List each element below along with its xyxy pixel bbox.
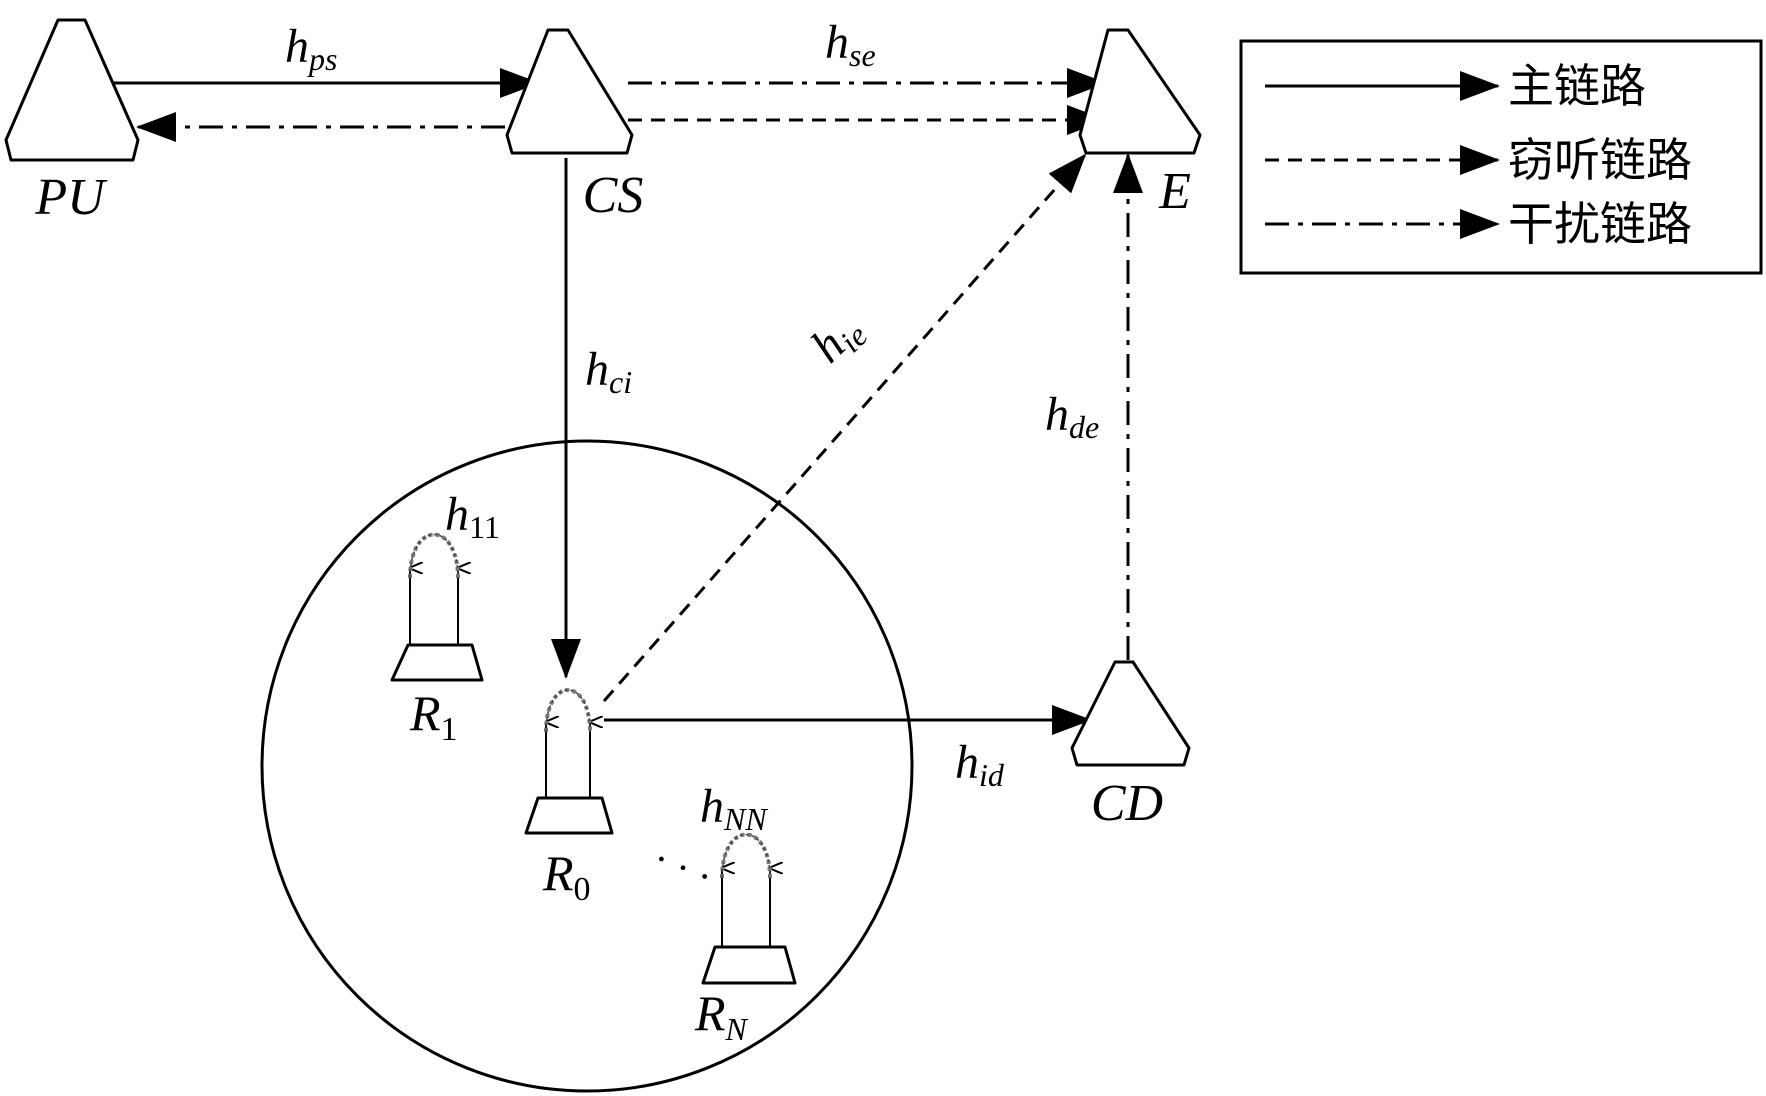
relay-r1-label: R1 xyxy=(409,685,458,748)
relay-rn: RN xyxy=(694,832,797,1047)
node-e: E xyxy=(1078,28,1202,220)
legend-item-eavesdrop-link: 窃听链路 xyxy=(1508,133,1692,187)
label-hse: hse xyxy=(825,16,876,73)
relay-r0-label: R0 xyxy=(542,845,591,908)
label-hid: hid xyxy=(955,736,1005,793)
relay-cluster-circle xyxy=(260,439,914,1093)
node-pu-label: PU xyxy=(34,169,108,226)
label-h11: h11 xyxy=(445,488,500,545)
label-hci: hci xyxy=(585,343,632,400)
relay-r1: R1 xyxy=(390,532,484,748)
relay-ellipsis: · · · xyxy=(647,835,719,899)
node-e-label: E xyxy=(1158,163,1191,220)
label-hps: hps xyxy=(285,20,337,77)
node-pu: PU xyxy=(4,18,140,226)
label-hde: hde xyxy=(1045,388,1099,445)
legend: 主链路 窃听链路 干扰链路 xyxy=(1239,39,1763,275)
label-hnn: hNN xyxy=(700,780,768,837)
legend-item-interference-link: 干扰链路 xyxy=(1508,197,1692,251)
node-cd: CD xyxy=(1070,660,1191,832)
legend-box xyxy=(1239,39,1763,275)
link-r0-e-eavesdrop xyxy=(602,153,1087,702)
relay-r0: R0 xyxy=(524,688,614,908)
node-cd-label: CD xyxy=(1091,775,1163,832)
legend-item-main-link: 主链路 xyxy=(1508,59,1646,113)
node-cs-label: CS xyxy=(583,167,644,224)
label-hie: hie xyxy=(801,302,874,376)
relay-rn-label: RN xyxy=(694,985,749,1047)
node-cs: CS xyxy=(505,28,644,224)
